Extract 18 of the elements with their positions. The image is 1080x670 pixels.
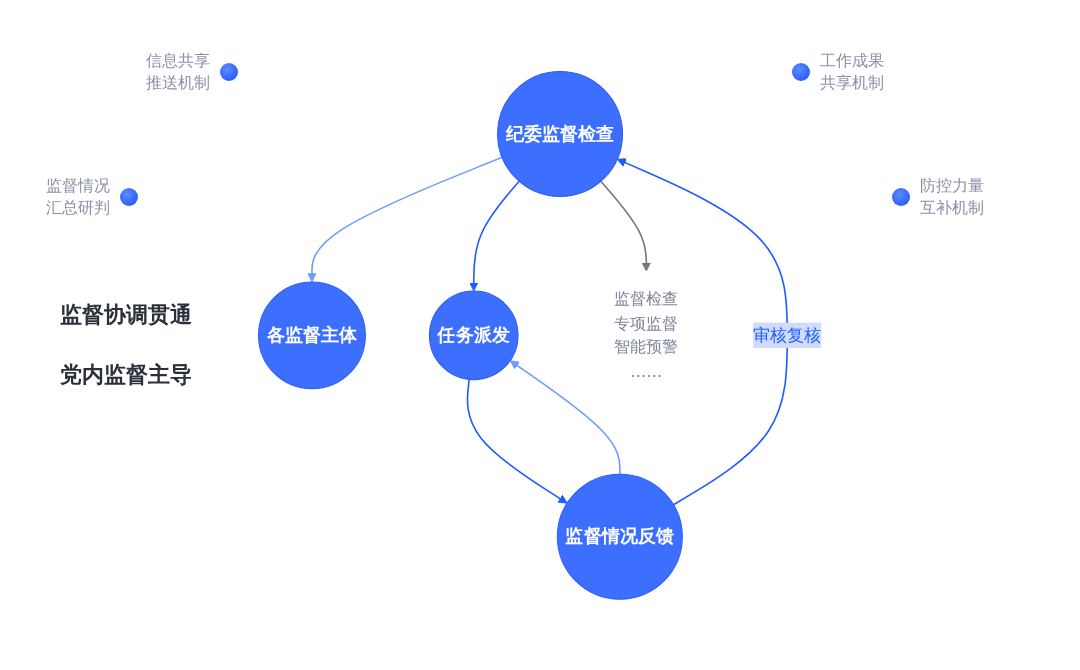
node-circle: 纪委监督检查 [497, 70, 624, 197]
arrow [509, 359, 621, 475]
arrow [469, 180, 520, 292]
edge-label: 审核复核 [753, 324, 822, 345]
node-circle: 监督情况反馈 [556, 473, 683, 600]
arrow [600, 180, 651, 272]
arrow [307, 156, 503, 282]
mechanism-label: 防控力量互补机制 [920, 175, 985, 219]
mechanism-label: 信息共享推送机制 [145, 50, 210, 94]
mechanism-label: 工作成果共享机制 [820, 50, 885, 94]
arrow [616, 157, 789, 506]
arrow [466, 378, 568, 504]
center-heading: 监督协调贯通 [60, 301, 193, 329]
node-circle: 各监督主体 [258, 281, 366, 389]
center-heading: 党内监督主导 [60, 361, 193, 389]
node-circle: 任务派发 [428, 290, 519, 380]
mechanism-label: 监督情况汇总研判 [45, 175, 110, 219]
node-text: 监督检查 专项监督 智能预警 …… [614, 289, 679, 381]
